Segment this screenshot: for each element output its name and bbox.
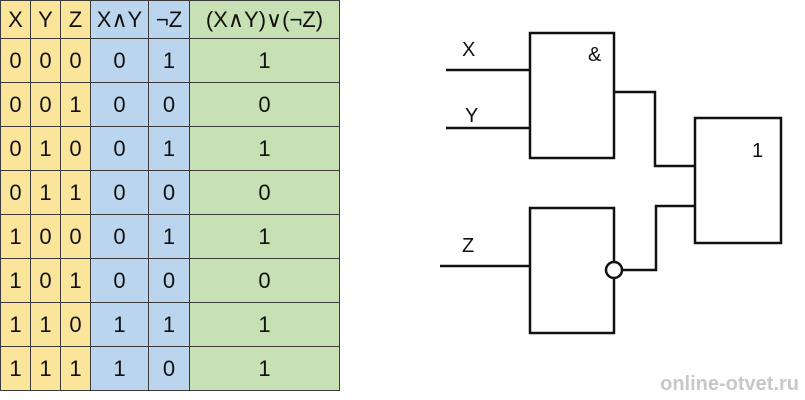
watermark: online-otvet.ru — [660, 373, 799, 395]
cell-y: 0 — [30, 38, 61, 83]
cell-x-and-y: 1 — [90, 346, 149, 391]
cell-z: 1 — [60, 346, 91, 391]
cell-y: 1 — [30, 126, 61, 171]
cell-x: 1 — [0, 258, 31, 303]
cell-result: 1 — [189, 38, 340, 83]
cell-not-z: 1 — [148, 302, 190, 347]
cell-not-z: 0 — [148, 346, 190, 391]
or-gate — [693, 116, 783, 245]
cell-not-z: 1 — [148, 38, 190, 83]
not-gate — [528, 206, 616, 335]
cell-x-and-y: 0 — [90, 82, 149, 127]
header-result: (X∧Y)∨(¬Z) — [189, 0, 340, 39]
cell-y: 0 — [30, 82, 61, 127]
cell-z: 0 — [60, 214, 91, 259]
cell-z: 0 — [60, 302, 91, 347]
cell-x: 0 — [0, 126, 31, 171]
cell-x: 0 — [0, 82, 31, 127]
cell-y: 0 — [30, 214, 61, 259]
cell-x-and-y: 0 — [90, 38, 149, 83]
cell-x: 1 — [0, 302, 31, 347]
cell-not-z: 1 — [148, 126, 190, 171]
label-y: Y — [465, 105, 478, 127]
cell-not-z: 0 — [148, 258, 190, 303]
cell-x: 0 — [0, 38, 31, 83]
and-symbol: & — [588, 44, 602, 66]
cell-z: 1 — [60, 170, 91, 215]
cell-y: 0 — [30, 258, 61, 303]
cell-z: 0 — [60, 38, 91, 83]
wire-not-to-or — [622, 204, 695, 272]
cell-result: 0 — [189, 258, 340, 303]
or-symbol: 1 — [752, 140, 763, 162]
wire-and-to-or — [614, 90, 695, 168]
cell-result: 1 — [189, 346, 340, 391]
label-z: Z — [462, 235, 474, 257]
table-header-row: X Y Z X∧Y ¬Z (X∧Y)∨(¬Z) — [0, 0, 340, 39]
header-x: X — [0, 0, 31, 39]
cell-x-and-y: 0 — [90, 170, 149, 215]
inverter-bubble — [604, 260, 624, 280]
label-x: X — [462, 39, 475, 61]
cell-x: 0 — [0, 170, 31, 215]
cell-y: 1 — [30, 346, 61, 391]
cell-x: 1 — [0, 346, 31, 391]
cell-x-and-y: 1 — [90, 302, 149, 347]
and-gate — [528, 31, 616, 160]
cell-not-z: 1 — [148, 214, 190, 259]
cell-x-and-y: 0 — [90, 258, 149, 303]
cell-result: 0 — [189, 82, 340, 127]
cell-result: 0 — [189, 170, 340, 215]
cell-not-z: 0 — [148, 82, 190, 127]
cell-x-and-y: 0 — [90, 126, 149, 171]
